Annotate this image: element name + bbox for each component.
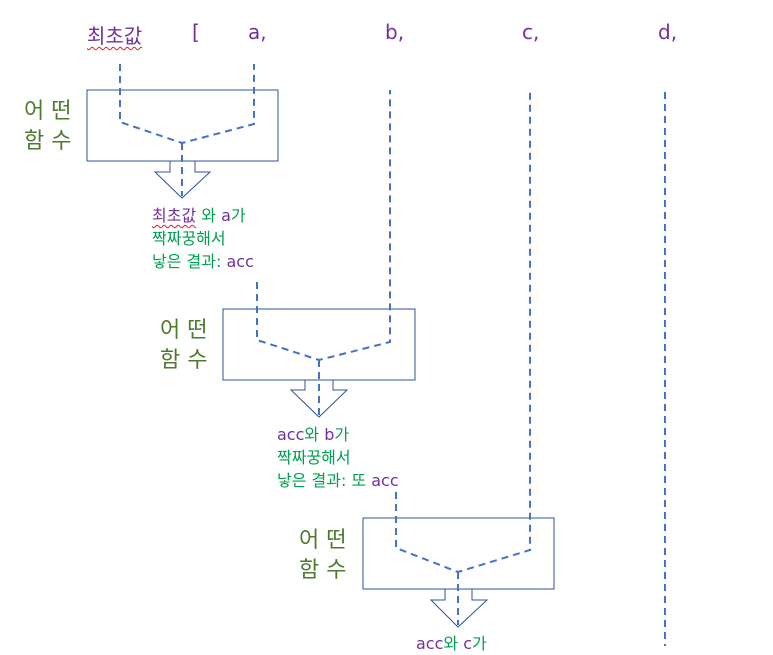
element-b-label: b, xyxy=(385,20,405,44)
merge-lines-step-3 xyxy=(395,90,531,574)
step1-initial: 최초값 xyxy=(152,206,197,225)
step2-acc: acc xyxy=(277,425,305,444)
function-box-2 xyxy=(222,308,416,381)
function-label-line1: 어 떤 xyxy=(299,528,347,553)
function-label-line1: 어 떤 xyxy=(160,318,208,343)
element-c-label: c, xyxy=(522,20,540,44)
step2-line3-prefix: 낳은 결과: 또 xyxy=(277,471,372,490)
step1-suffix: 가 xyxy=(230,206,246,225)
function-label-line1: 어 떤 xyxy=(24,99,72,124)
element-a-label: a, xyxy=(248,20,267,44)
step3-item: c xyxy=(463,634,473,653)
step1-acc: acc xyxy=(226,252,254,271)
function-label-line2: 함 수 xyxy=(299,558,347,583)
initial-value-label: 최초값 xyxy=(87,24,143,48)
step1-line3-prefix: 낳은 결과: xyxy=(152,252,227,271)
function-label-line2: 함 수 xyxy=(24,129,72,154)
step2-note: acc와 b가 짝짜꿍해서 낳은 결과: 또 acc xyxy=(277,423,399,492)
step3-acc: acc xyxy=(416,634,444,653)
step2-mid: 와 xyxy=(304,425,325,444)
function-label-1: 어 떤 함 수 xyxy=(24,97,71,157)
step2-acc-result: acc xyxy=(371,471,399,490)
function-label-line2: 함 수 xyxy=(160,348,208,373)
step2-line2: 짝짜꿍해서 xyxy=(277,448,351,467)
element-d-label: d, xyxy=(658,20,678,44)
function-label-2: 어 떤 함 수 xyxy=(160,316,207,376)
function-label-3: 어 떤 함 수 xyxy=(299,526,346,586)
step1-line2: 짝짜꿍해서 xyxy=(152,229,226,248)
step1-item: a xyxy=(221,206,231,225)
step1-mid: 와 xyxy=(196,206,222,225)
step3-mid: 와 xyxy=(443,634,464,653)
step3-note: acc와 c가 xyxy=(416,632,487,655)
step1-note: 최초값 와 a가 짝짜꿍해서 낳은 결과: acc xyxy=(152,204,254,273)
step2-suffix: 가 xyxy=(334,425,350,444)
step3-suffix: 가 xyxy=(472,634,487,653)
step2-item: b xyxy=(324,425,335,444)
merge-lines-step-1 xyxy=(119,64,255,145)
array-open-bracket: [ xyxy=(192,20,200,44)
merge-lines-step-2 xyxy=(256,90,391,362)
